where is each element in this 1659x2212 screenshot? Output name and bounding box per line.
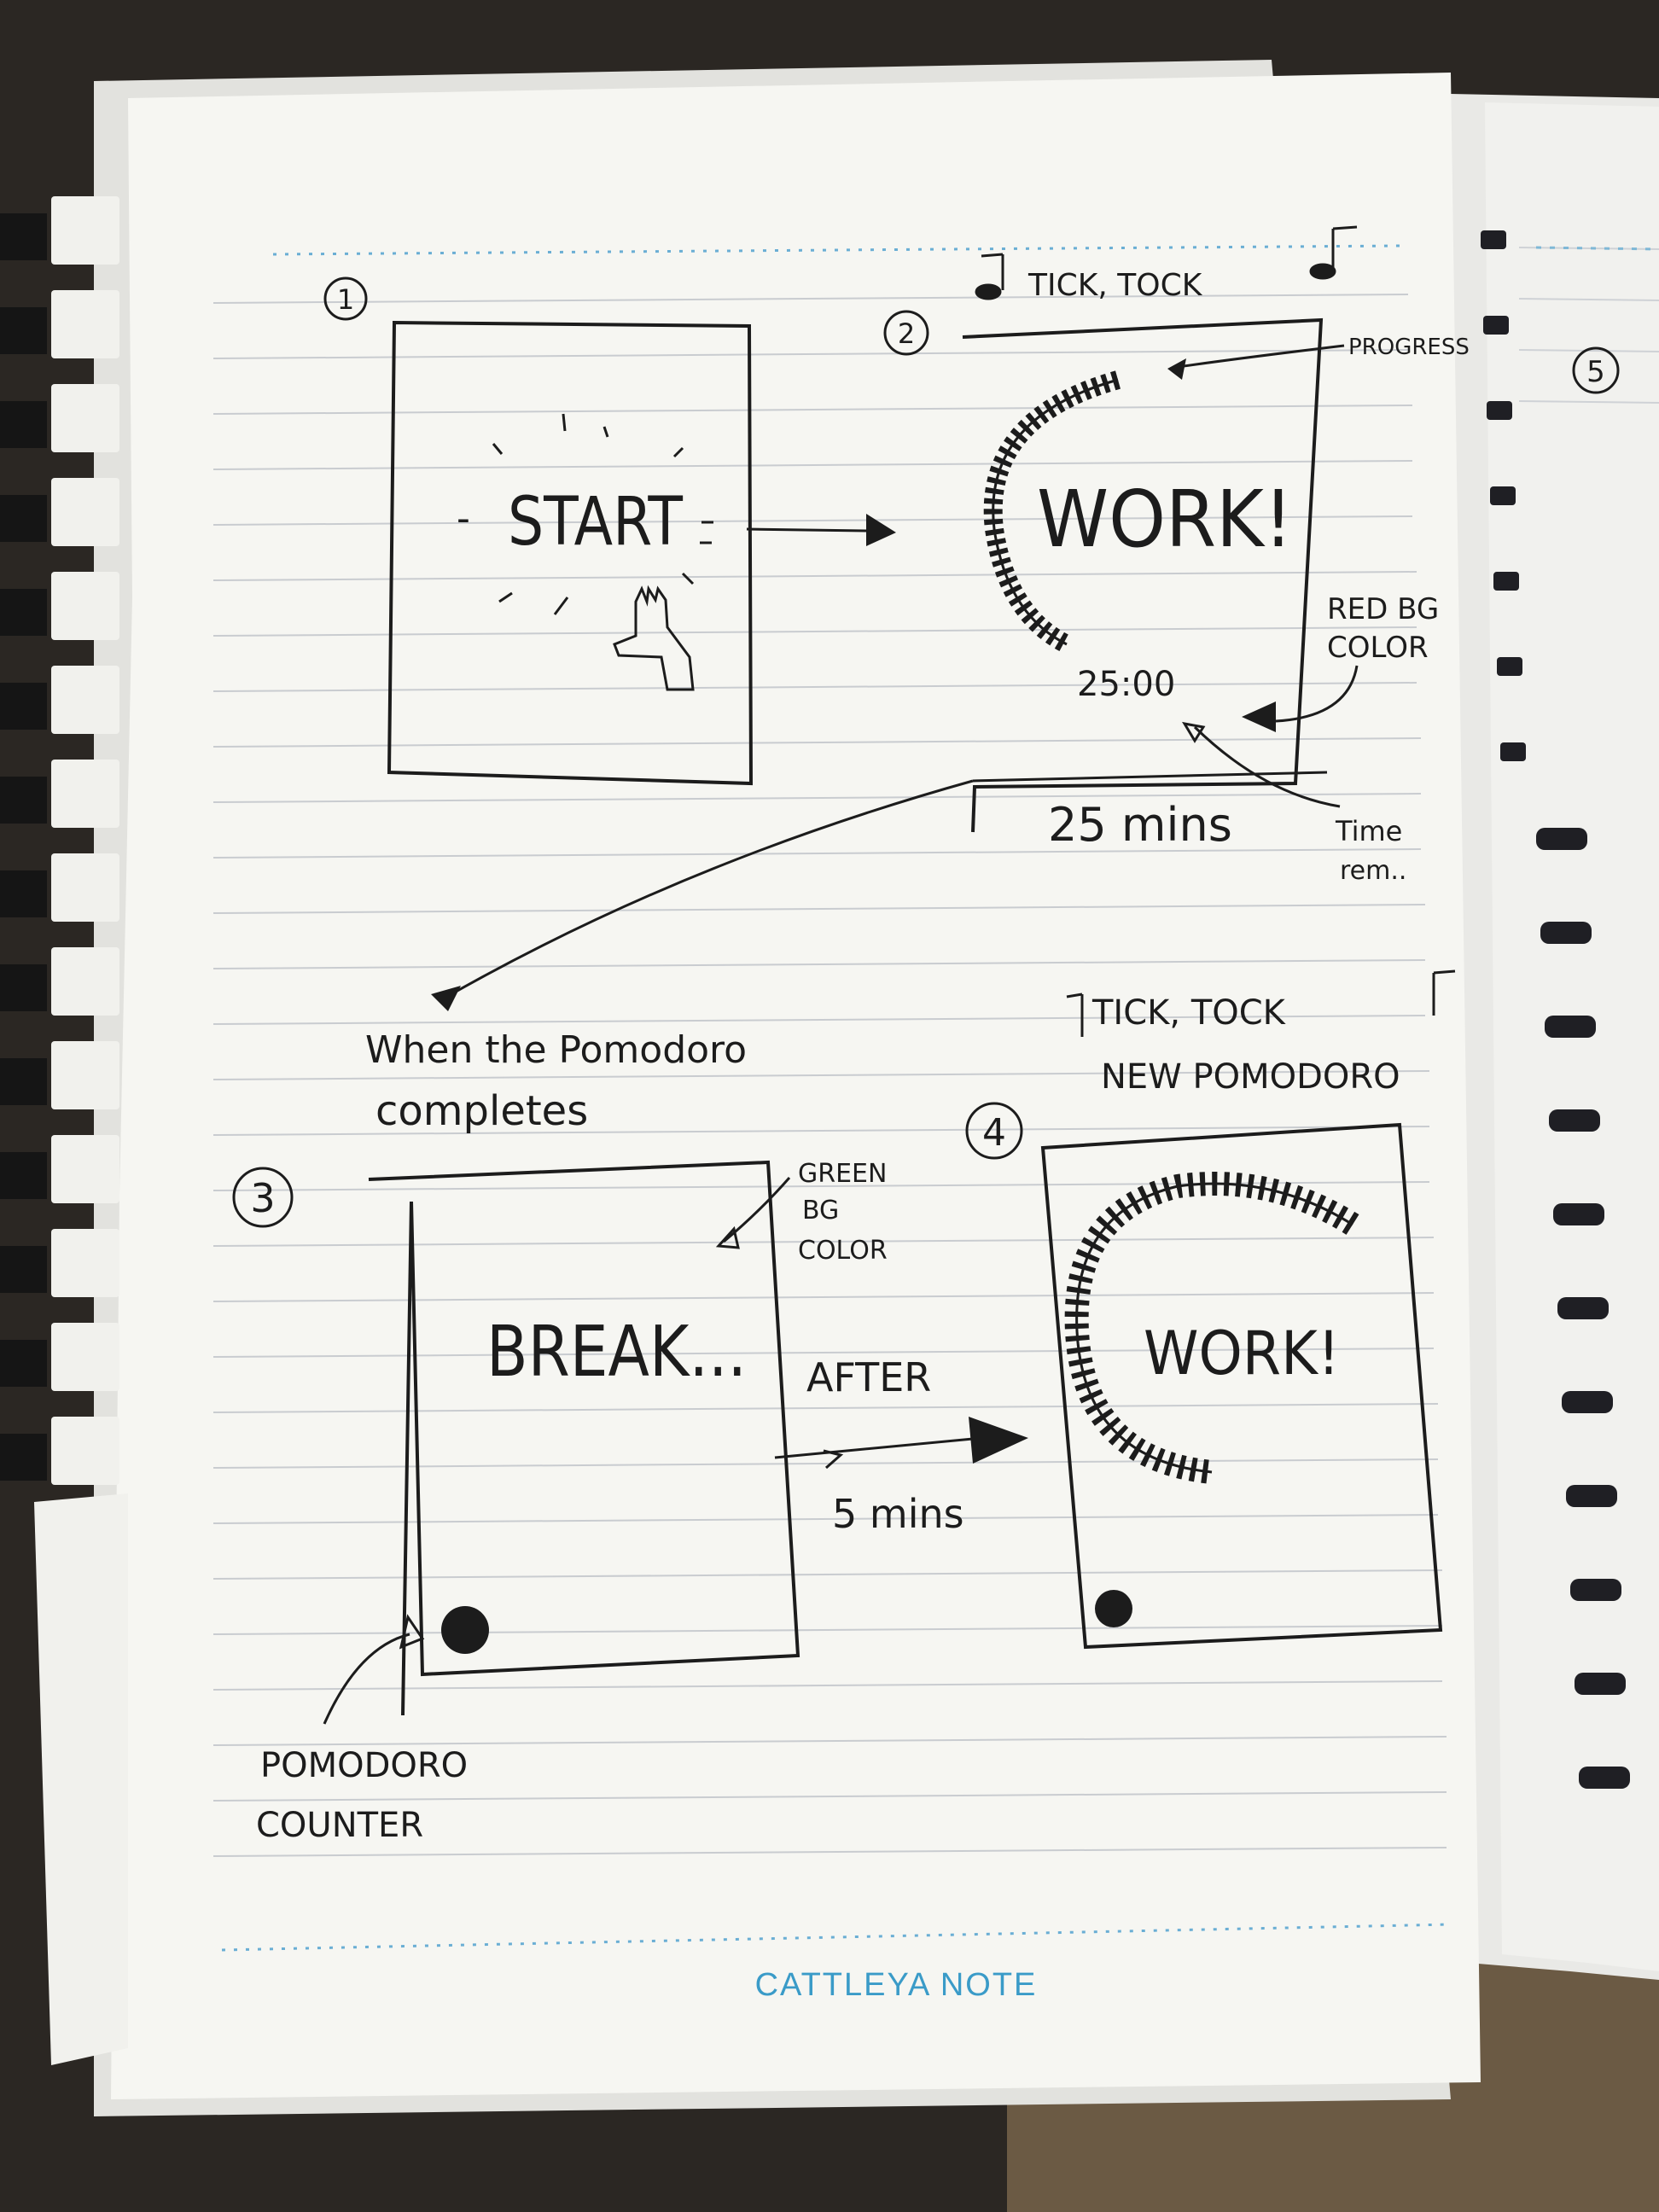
frame-2-number-circle [883, 310, 929, 356]
music-note-icon [975, 225, 1358, 300]
frame-3: 3 BREAK... GREEN BG COLOR POMODORO COUNT… [232, 1159, 888, 1845]
annotation-color-3: COLOR [798, 1236, 888, 1266]
frame-4: 4 TICK, TOCK NEW POMODORO WORK! [965, 969, 1456, 1650]
after-label: AFTER [806, 1354, 931, 1400]
annotation-green: GREEN [798, 1159, 887, 1189]
spiral-binding-right [1481, 230, 1630, 1789]
frame-1-start-button: START [508, 484, 683, 561]
frame-1-dash-left: - [457, 497, 470, 540]
annotation-bg: BG [802, 1196, 839, 1225]
hand-cursor-icon [613, 585, 695, 691]
arrow-3-to-4: AFTER 5 mins [774, 1354, 1028, 1537]
frame-4-number: 4 [982, 1111, 1006, 1155]
frame-2-timer: 25:00 [1077, 665, 1175, 704]
frame-3-break-label: BREAK... [486, 1312, 747, 1393]
transition-line-2: completes [375, 1087, 588, 1135]
frame-3-number-circle [232, 1167, 294, 1228]
annotation-time: Time [1335, 815, 1402, 847]
frame-2: 2 TICK, TOCK WORK! 25:00 PROGRESS RED BG… [883, 225, 1470, 886]
top-dotted-rule [272, 244, 1400, 256]
arrow-1-to-2 [746, 514, 896, 546]
page-number-5-circle [1572, 346, 1620, 394]
frame-2-work-label: WORK! [1037, 474, 1293, 565]
pomodoro-counter-dot-2 [1095, 1590, 1132, 1627]
page-number-5: 5 [1586, 355, 1605, 389]
frame-2-sound: TICK, TOCK [1027, 268, 1203, 303]
perforation-holes [0, 213, 47, 1481]
frame-4-work-label: WORK! [1144, 1318, 1340, 1388]
annotation-pomodoro: POMODORO [260, 1746, 468, 1785]
frame-1-number-circle [323, 276, 368, 321]
annotation-progress: PROGRESS [1348, 335, 1470, 360]
frame-1-sparkles [492, 413, 713, 615]
frame-1-screen [387, 320, 754, 786]
arrow-2-to-3 [431, 779, 974, 1011]
bottom-dotted-rule [221, 1923, 1452, 1952]
music-note-icon-2 [1066, 969, 1456, 1037]
frame-2-number: 2 [898, 317, 915, 350]
after-duration: 5 mins [832, 1491, 964, 1537]
frame-2-screen [962, 317, 1324, 833]
annotation-color: COLOR [1327, 631, 1429, 665]
annotation-red-bg: RED BG [1327, 592, 1439, 626]
frame-1-number: 1 [337, 283, 354, 316]
annotation-remaining: rem.. [1340, 856, 1406, 886]
pomodoro-counter-dot [441, 1606, 489, 1654]
frame-4-screen [1040, 1122, 1443, 1650]
frame-2-duration: 25 mins [1048, 798, 1232, 852]
notebook-brand: CATTLEYA NOTE [755, 1967, 1038, 2003]
frame-4-sound-1: TICK, TOCK [1091, 993, 1287, 1033]
frame-3-number: 3 [250, 1175, 275, 1221]
frame-4-sound-2: NEW POMODORO [1101, 1057, 1400, 1097]
frame-4-number-circle [965, 1102, 1023, 1160]
transition-line-1: When the Pomodoro [365, 1028, 747, 1072]
annotation-counter: COUNTER [256, 1806, 423, 1845]
frame-1: 1 - START [323, 276, 754, 786]
frame-3-screen [368, 1160, 800, 1716]
torn-paper-edge [34, 196, 128, 2065]
